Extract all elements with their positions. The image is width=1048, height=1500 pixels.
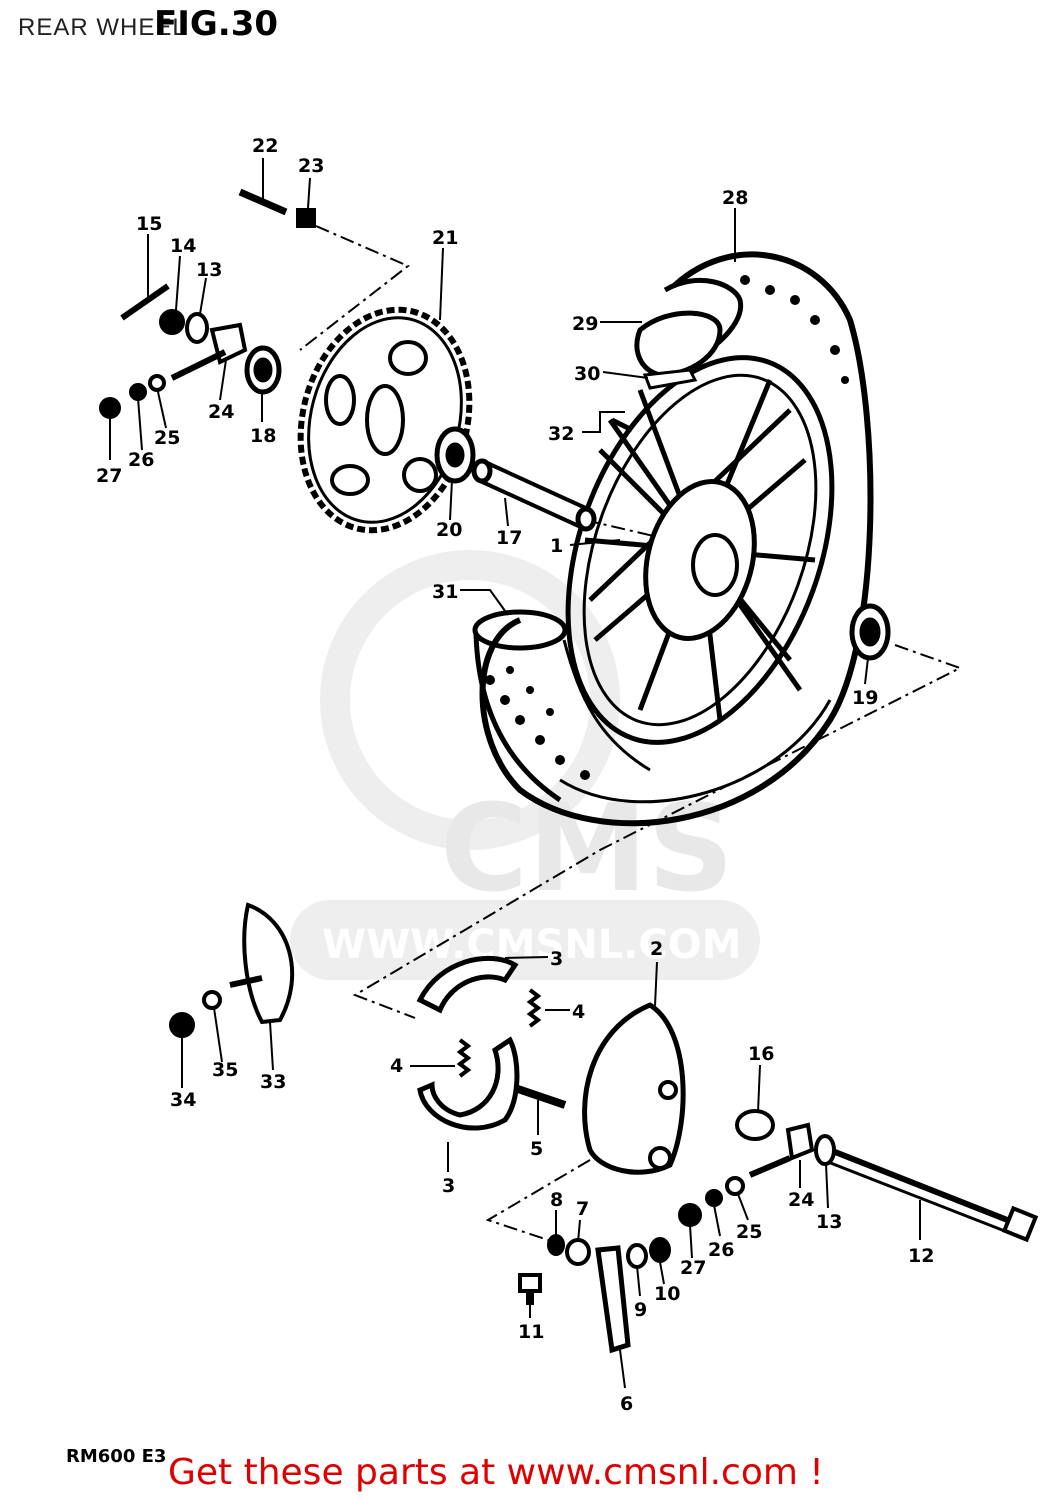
label-30: 30 [574, 363, 600, 385]
model-code: RM600 E3 [66, 1446, 167, 1467]
cam-5 [513, 1084, 567, 1109]
label-28: 28 [722, 187, 748, 209]
spring-upper [526, 988, 542, 1028]
brake-arm-6 [595, 1245, 631, 1354]
label-9: 9 [634, 1299, 647, 1321]
bolt-15 [120, 283, 170, 321]
label-3b: 3 [442, 1175, 455, 1197]
label-31: 31 [432, 581, 458, 603]
label-2: 2 [650, 938, 663, 960]
washer-8 [547, 1234, 565, 1256]
nut-10 [649, 1237, 671, 1263]
nut-23 [296, 208, 316, 228]
watermark: CMS WWW.CMSNL.COM [290, 550, 760, 980]
label-23: 23 [298, 155, 324, 177]
washer-9 [626, 1243, 648, 1269]
label-19: 19 [852, 687, 878, 709]
label-20: 20 [436, 519, 462, 541]
label-27b: 27 [680, 1257, 706, 1279]
label-4b: 4 [390, 1055, 403, 1077]
label-8: 8 [550, 1189, 563, 1211]
washer-7 [565, 1238, 591, 1266]
label-26a: 26 [128, 449, 154, 471]
label-33: 33 [260, 1071, 286, 1093]
washer-25b [725, 1176, 745, 1196]
brake-shoe-upper [416, 956, 519, 1014]
adjuster-24b [785, 1122, 815, 1161]
washer-35 [202, 990, 222, 1010]
part-labels: 1 2 3 3 4 4 5 6 7 8 9 10 11 12 13 13 14 … [96, 135, 934, 1415]
brake-panel [582, 1002, 686, 1175]
label-14: 14 [170, 235, 196, 257]
label-17: 17 [496, 527, 522, 549]
label-22: 22 [252, 135, 278, 157]
label-11: 11 [518, 1321, 544, 1343]
label-21: 21 [432, 227, 458, 249]
washer-25 [148, 374, 166, 392]
washer-13b [814, 1134, 836, 1166]
label-27a: 27 [96, 465, 122, 487]
spacer-17 [477, 460, 591, 530]
label-16: 16 [748, 1043, 774, 1065]
washer-13 [185, 312, 209, 344]
diagram-title: REAR WHEEL [18, 14, 187, 41]
label-1: 1 [550, 535, 563, 557]
label-24b: 24 [788, 1189, 814, 1211]
label-12: 12 [908, 1245, 934, 1267]
label-24a: 24 [208, 401, 234, 423]
label-4a: 4 [572, 1001, 585, 1023]
label-32: 32 [548, 423, 574, 445]
label-5: 5 [530, 1138, 543, 1160]
label-3a: 3 [550, 948, 563, 970]
label-25a: 25 [154, 427, 180, 449]
label-34: 34 [170, 1089, 196, 1111]
brake-shoe-lower [417, 1036, 520, 1131]
nut-26 [129, 383, 147, 401]
label-15: 15 [136, 213, 162, 235]
nut-34 [169, 1012, 195, 1038]
label-25b: 25 [736, 1221, 762, 1243]
label-29: 29 [572, 313, 598, 335]
bolt-22 [238, 188, 288, 216]
rear-wheel [472, 251, 874, 827]
spacer-16 [735, 1109, 775, 1141]
cap-27b [678, 1203, 702, 1227]
label-18: 18 [250, 425, 276, 447]
watermark-url: WWW.CMSNL.COM [322, 922, 742, 968]
figure-number: FIG.30 [154, 4, 279, 44]
label-35: 35 [212, 1059, 238, 1081]
label-13b: 13 [816, 1211, 842, 1233]
sprocket [297, 306, 473, 534]
spring-lower [456, 1038, 472, 1078]
label-6: 6 [620, 1393, 633, 1415]
nut-14 [159, 309, 185, 335]
shop-link[interactable]: Get these parts at www.cmsnl.com ! [168, 1452, 824, 1493]
label-7: 7 [576, 1198, 589, 1220]
label-13a: 13 [196, 259, 222, 281]
cap-27 [99, 397, 121, 419]
watermark-brand: CMS [440, 780, 734, 919]
nut-26b [705, 1189, 723, 1207]
cover-33 [242, 902, 295, 1025]
label-10: 10 [654, 1283, 680, 1305]
label-26b: 26 [708, 1239, 734, 1261]
axle-12 [828, 1147, 1022, 1228]
